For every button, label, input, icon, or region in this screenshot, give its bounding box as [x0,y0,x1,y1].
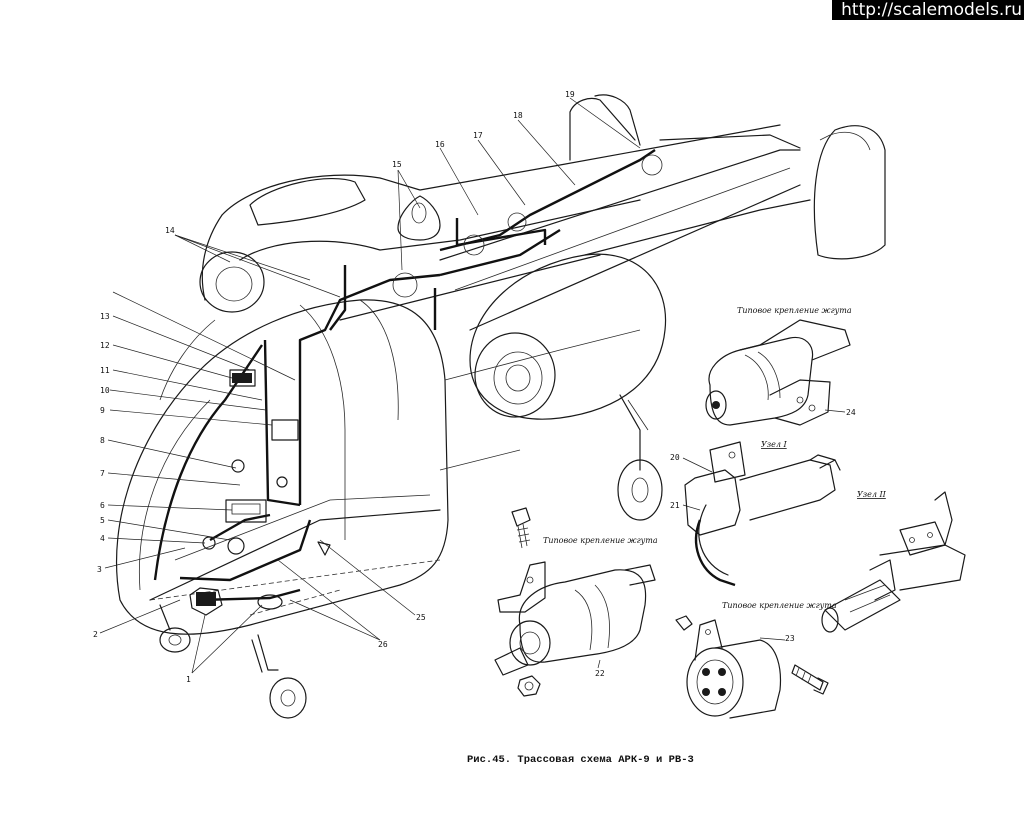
callout-19: 19 [565,90,575,99]
helicopter-outline [115,94,886,719]
callout-18: 18 [513,111,523,120]
label-node-1: Узел I [761,440,788,449]
callout-23: 23 [785,634,795,643]
callout-2: 2 [93,630,98,639]
detail-typical-mount-23 [675,615,829,719]
callout-3: 3 [97,565,102,574]
callout-14: 14 [165,226,175,235]
callout-4: 4 [100,534,105,543]
callout-leaders [99,97,641,674]
callout-22: 22 [595,669,605,678]
detail-node-1 [682,441,841,587]
figure-caption: Рис.45. Трассовая схема АРК-9 и РВ-3 [467,754,694,766]
label-typical-mount-top: Типовое крепление жгута [737,306,852,315]
detail-labels: Типовое крепление жгута Типовое креплени… [543,306,887,610]
callout-10: 10 [100,386,110,395]
callout-17: 17 [473,131,483,140]
callout-1: 1 [186,675,191,684]
callout-25: 25 [416,613,426,622]
label-typical-mount-bottom: Типовое крепление жгута [722,601,837,610]
callout-24: 24 [846,408,856,417]
callout-8: 8 [100,436,105,445]
callout-26: 26 [378,640,388,649]
detail-node-2 [821,491,966,633]
cable-harness-routes [149,149,656,616]
label-node-2: Узел II [857,490,887,499]
watermark-url: http://scalemodels.ru [832,0,1024,20]
callout-21: 21 [670,501,680,510]
detail-typical-mount-22 [494,507,656,697]
callout-numbers: 1 2 3 4 5 6 7 8 9 10 11 12 13 14 15 16 1… [93,90,856,684]
callout-16: 16 [435,140,445,149]
callout-15: 15 [392,160,402,169]
callout-5: 5 [100,516,105,525]
callout-13: 13 [100,312,110,321]
detail-typical-mount-24 [705,319,851,426]
label-typical-mount-left: Типовое крепление жгута [543,536,658,545]
callout-12: 12 [100,341,110,350]
callout-20: 20 [670,453,680,462]
callout-11: 11 [100,366,110,375]
callout-9: 9 [100,406,105,415]
callout-7: 7 [100,469,105,478]
callout-6: 6 [100,501,105,510]
equipment-units [189,154,663,616]
